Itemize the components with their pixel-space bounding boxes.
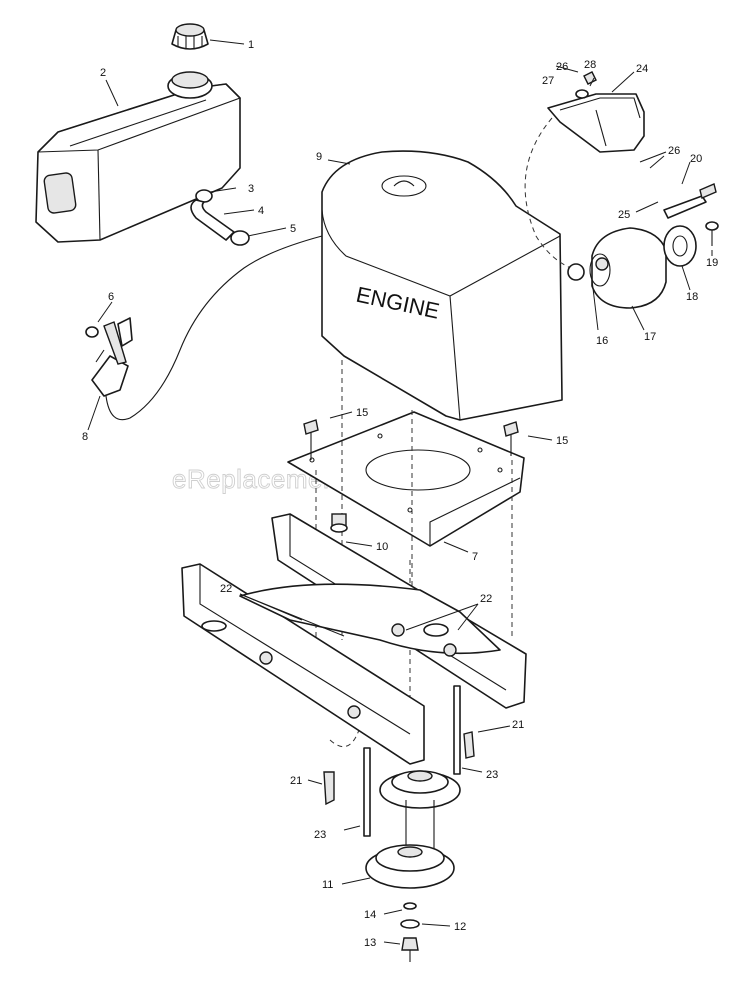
frame-rails	[181, 513, 527, 765]
throttle-cable	[105, 235, 323, 421]
callout-27: 27	[542, 75, 554, 87]
engine-mount-plate	[287, 411, 525, 547]
callout-15-right: 15	[556, 435, 568, 447]
callout-2: 2	[100, 67, 106, 79]
fuel-cap	[171, 23, 209, 50]
callout-23-left: 23	[314, 829, 326, 841]
pulley-assembly	[365, 770, 461, 889]
callout-6: 6	[108, 291, 114, 303]
callout-13: 13	[364, 937, 376, 949]
callout-15-left: 15	[356, 407, 368, 419]
callout-24: 24	[636, 63, 648, 75]
leader-lines	[87, 39, 713, 945]
callout-16: 16	[596, 335, 608, 347]
callout-18: 18	[686, 291, 698, 303]
callout-5: 5	[290, 223, 296, 235]
callout-3: 3	[248, 183, 254, 195]
fuel-tank	[35, 71, 241, 243]
throttle-control	[85, 317, 133, 397]
fuel-hose-assembly	[190, 189, 250, 246]
callout-22-right: 22	[480, 593, 492, 605]
callout-8: 8	[82, 431, 88, 443]
callout-9: 9	[316, 151, 322, 163]
callout-22-left: 22	[220, 583, 232, 595]
muffler-heat-shield	[547, 71, 667, 163]
callout-19: 19	[706, 257, 718, 269]
callout-14: 14	[364, 909, 376, 921]
callout-7: 7	[472, 551, 478, 563]
callout-11: 11	[322, 879, 333, 891]
engine-mount-bolts	[303, 419, 519, 460]
callout-4: 4	[258, 205, 264, 217]
callout-21-right: 21	[512, 719, 524, 731]
pulley-hardware	[400, 902, 420, 962]
rods-and-bolts	[323, 685, 475, 837]
callout-28: 28	[584, 59, 596, 71]
callout-23-right: 23	[486, 769, 498, 781]
callout-10: 10	[376, 541, 388, 553]
callout-1: 1	[248, 39, 254, 51]
spacer	[330, 513, 348, 533]
callout-labels: 1 2 3 4 5 6 7 8 9 10 11 12 13 14 15 15 1…	[82, 39, 718, 949]
callout-26-right: 26	[668, 145, 680, 157]
callout-21-left: 21	[290, 775, 302, 787]
callout-12: 12	[454, 921, 466, 933]
callout-20: 20	[690, 153, 702, 165]
engine-block: ENGINE	[321, 150, 563, 421]
callout-25: 25	[618, 209, 630, 221]
callout-17: 17	[644, 331, 656, 343]
muffler-assembly	[567, 183, 719, 309]
callout-26-top: 26	[556, 61, 568, 73]
